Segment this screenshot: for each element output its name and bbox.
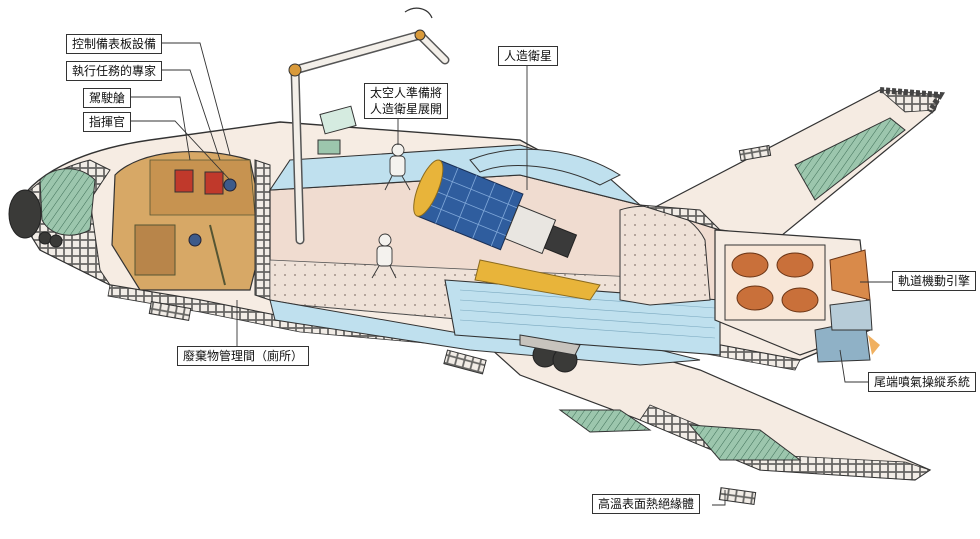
label-astronaut-line1: 太空人準備將: [370, 86, 443, 100]
cabin-seat-2: [204, 171, 224, 195]
astronaut-eva-1: [384, 143, 411, 191]
label-cockpit: 駕駛艙: [83, 88, 132, 108]
main-landing-gear: [519, 334, 581, 373]
label-commander: 指揮官: [83, 112, 132, 132]
nose-rcs: [39, 168, 96, 236]
astronaut-eva-2: [371, 233, 397, 279]
robot-arm-inner: [291, 31, 448, 243]
upper-wing-elevon: [794, 117, 906, 201]
label-mission-specialist: 執行任務的專家: [66, 61, 163, 81]
oms-tank-4: [781, 287, 819, 313]
exploded-panel-3: [738, 144, 772, 162]
exploded-panel-2: [317, 139, 341, 155]
label-control-panel: 控制備表板設備: [66, 34, 163, 54]
exploded-panel-5: [443, 349, 487, 375]
arm-rotation-arrow: [404, 7, 433, 19]
cabin-seat-1: [174, 169, 194, 193]
mid-deck-ladder: [209, 224, 226, 286]
lower-wing-elevon-1: [558, 409, 652, 433]
upper-wing-edge: [879, 87, 946, 114]
lower-wing-tiles: [639, 404, 931, 481]
arm-elbow-joint: [288, 63, 302, 77]
mid-deck-lockers: [134, 224, 176, 276]
label-waste-management: 廢棄物管理間（廁所）: [177, 346, 310, 366]
label-astronaut-line2: 人造衛星展開: [370, 102, 443, 116]
satellite-graphic: [413, 159, 578, 258]
oms-tank-3: [736, 285, 774, 311]
arm-wrist-joint: [414, 29, 426, 41]
exploded-panel-1: [319, 105, 357, 135]
exploded-panel-4: [148, 301, 192, 321]
nose-landing-gear: [38, 231, 63, 248]
main-engine-nozzle-2: [829, 299, 873, 331]
specialist-figure: [188, 233, 202, 247]
tail-fin-root: [639, 204, 721, 231]
bay-door-upper-far: [469, 148, 622, 186]
leader-lines: [128, 42, 892, 506]
oms-tank-1: [731, 252, 769, 278]
nose-cap: [8, 189, 42, 239]
commander-figure: [223, 178, 237, 192]
flight-deck: [149, 159, 256, 216]
cabin-bulkhead: [254, 159, 271, 301]
exploded-panel-6: [718, 487, 757, 506]
oms-tank-2: [776, 252, 814, 278]
label-astronaut-deploy: 太空人準備將 人造衛星展開: [364, 83, 449, 119]
label-thermal-protection: 高溫表面熱絕緣體: [592, 494, 701, 514]
lower-wing-elevon-2: [688, 424, 802, 461]
label-tail-rcs: 尾端噴氣操縱系統: [868, 372, 977, 392]
satellite-cradle: [474, 259, 601, 301]
engine-exhaust: [868, 335, 880, 355]
label-satellite: 人造衛星: [498, 46, 559, 66]
label-orbital-engine: 軌道機動引擎: [892, 271, 977, 291]
